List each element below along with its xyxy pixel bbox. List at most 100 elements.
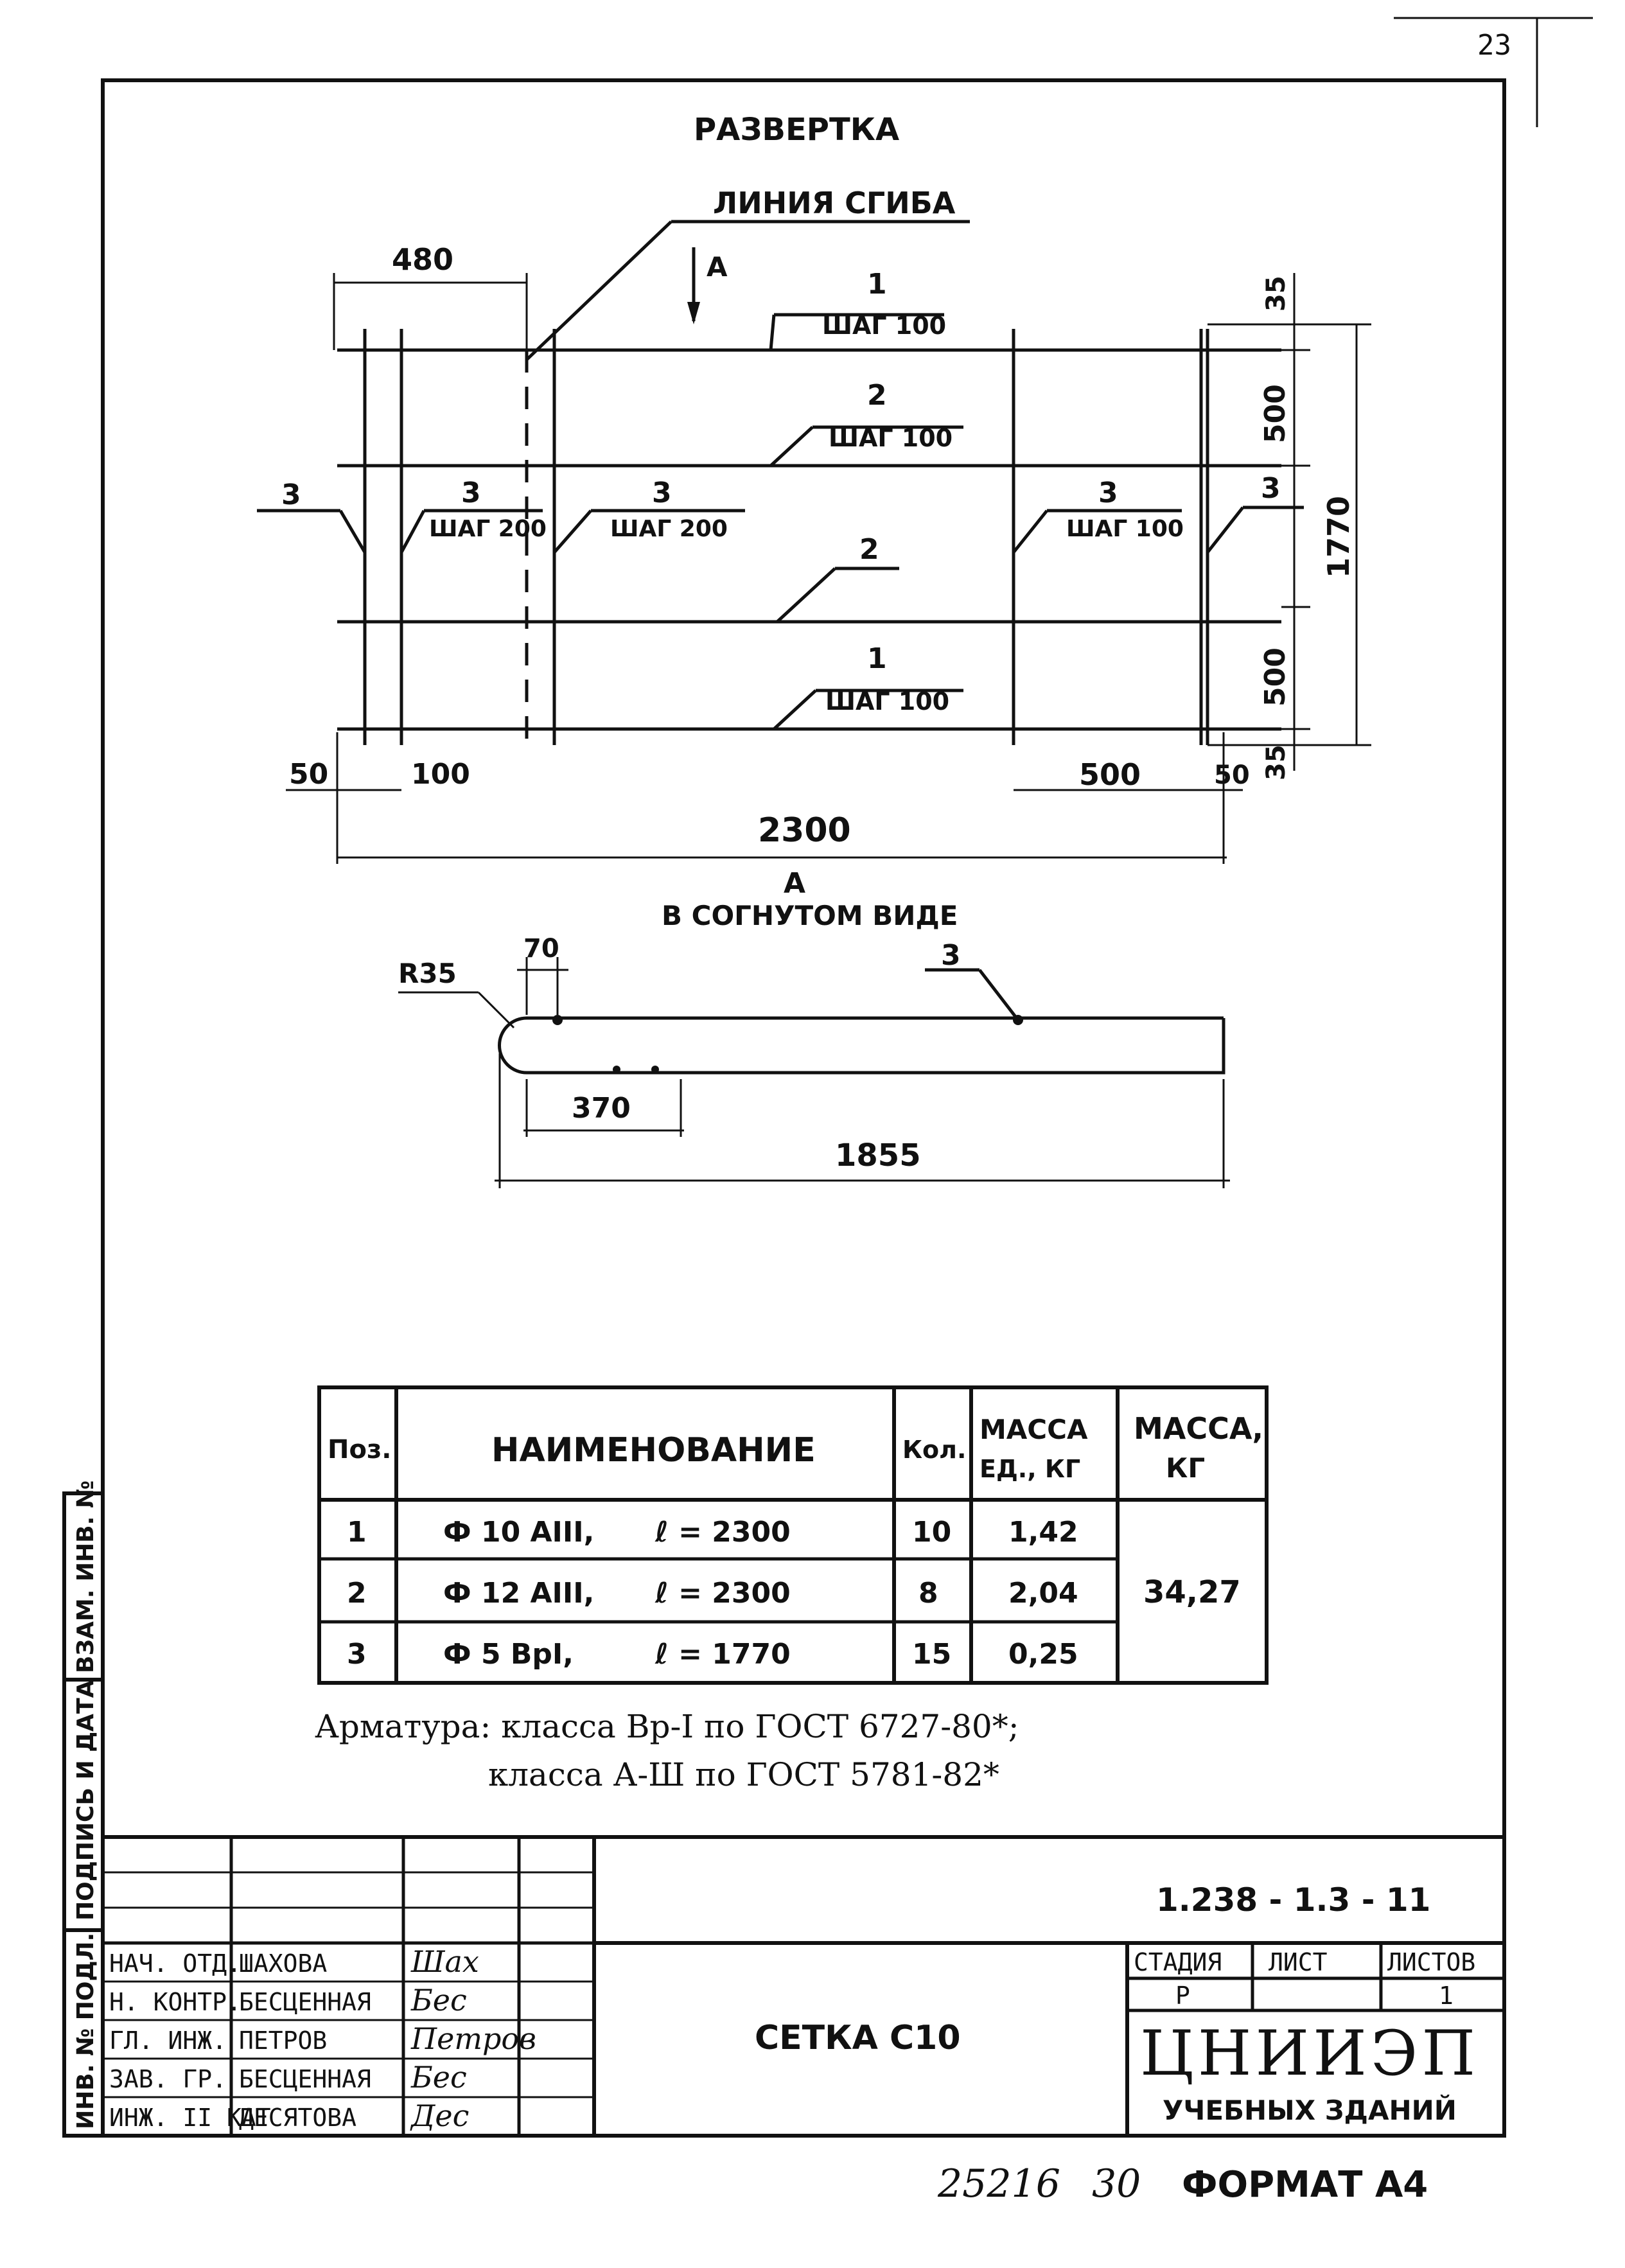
svg-text:500: 500 — [1259, 384, 1292, 443]
svg-text:3: 3 — [1098, 477, 1118, 509]
svg-text:ШАГ 100: ШАГ 100 — [829, 424, 953, 452]
svg-text:ШАГ 100: ШАГ 100 — [825, 687, 949, 716]
svg-text:1770: 1770 — [1321, 496, 1356, 578]
svg-text:Шах: Шах — [410, 1944, 479, 1979]
svg-text:35: 35 — [1261, 276, 1291, 312]
svg-text:А: А — [784, 867, 805, 900]
svg-text:ЛИСТ: ЛИСТ — [1269, 1948, 1328, 1976]
svg-text:Бес: Бес — [410, 2060, 467, 2095]
svg-text:Бес: Бес — [410, 1983, 467, 2017]
row2-qty: 8 — [918, 1577, 938, 1610]
svg-text:ШАГ 200: ШАГ 200 — [610, 516, 728, 542]
svg-text:ШАГ 200: ШАГ 200 — [429, 516, 547, 542]
row2-name: Ф 12 АIII, — [443, 1577, 594, 1610]
org-sub: УЧЕБНЫХ ЗДАНИЙ — [1163, 2094, 1457, 2126]
dims-bottom: 50 100 500 50 2300 — [286, 732, 1250, 864]
footer: 25216 30 ФОРМАТ А4 — [937, 2161, 1428, 2206]
svg-text:ВЗАМ. ИНВ. №: ВЗАМ. ИНВ. № — [73, 1481, 99, 1673]
row3-qty: 15 — [912, 1638, 951, 1671]
svg-text:1855: 1855 — [835, 1138, 921, 1174]
spec-table: Поз. НАИМЕНОВАНИЕ Кол. МАССА ЕД., КГ МАС… — [317, 1385, 1269, 1685]
callout-pos3-right: 3 — [1206, 472, 1304, 554]
page-number: 23 — [1477, 29, 1511, 62]
svg-text:МАССА,: МАССА, — [1134, 1411, 1263, 1446]
svg-text:500: 500 — [1079, 757, 1141, 792]
title-block: НАЧ. ОТД. ШАХОВА Шах Н. КОНТР. БЕСЦЕННАЯ… — [103, 1835, 1504, 2136]
side-stamp: ВЗАМ. ИНВ. № ПОДПИСЬ И ДАТА ИНВ. № ПОДЛ. — [62, 1481, 105, 2138]
callout-pos1-bottom: 1 ШАГ 100 — [773, 642, 963, 730]
svg-text:3: 3 — [461, 477, 481, 509]
svg-text:2: 2 — [859, 533, 879, 566]
svg-text:370: 370 — [572, 1092, 631, 1125]
callout-pos1-top: 1 ШАГ 100 — [769, 268, 946, 351]
svg-text:ШАГ 100: ШАГ 100 — [1066, 516, 1184, 542]
note-line1: Арматура: класса Вр-I по ГОСТ 6727-80*; — [315, 1708, 1019, 1745]
svg-text:ШАХОВА: ШАХОВА — [239, 1949, 327, 1978]
row3-length: ℓ = 1770 — [654, 1638, 791, 1671]
row3-unit-mass: 0,25 — [1008, 1638, 1078, 1671]
svg-text:ДЕСЯТОВА: ДЕСЯТОВА — [239, 2104, 356, 2132]
doc-number: 1.238 - 1.3 - 11 — [1156, 1881, 1430, 1919]
page-number-corner: 23 — [1394, 17, 1593, 127]
svg-text:ИНВ. № ПОДЛ.: ИНВ. № ПОДЛ. — [73, 1933, 99, 2129]
row2-unit-mass: 2,04 — [1008, 1577, 1078, 1610]
th-qty: Кол. — [902, 1436, 966, 1464]
dims-right: 35 500 1770 500 35 — [1208, 273, 1371, 780]
svg-text:ЗАВ. ГР.: ЗАВ. ГР. — [109, 2065, 227, 2093]
row2-pos: 2 — [347, 1577, 367, 1610]
total-mass: 34,27 — [1143, 1574, 1241, 1610]
svg-text:500: 500 — [1259, 647, 1292, 707]
svg-text:1: 1 — [867, 642, 887, 675]
callout-pos2-top: 2 ШАГ 100 — [769, 379, 963, 467]
svg-text:ЕД., КГ: ЕД., КГ — [979, 1455, 1080, 1483]
th-pos: Поз. — [328, 1435, 391, 1464]
svg-text:35: 35 — [1261, 744, 1291, 780]
svg-text:СТАДИЯ: СТАДИЯ — [1134, 1948, 1222, 1976]
svg-text:3: 3 — [652, 477, 672, 509]
svg-text:3: 3 — [941, 939, 961, 972]
svg-text:Р: Р — [1175, 1982, 1190, 2010]
svg-text:ШАГ 100: ШАГ 100 — [822, 312, 946, 340]
row1-qty: 10 — [912, 1516, 951, 1549]
row2-length: ℓ = 2300 — [654, 1577, 791, 1610]
view-arrow-a: А — [687, 247, 728, 324]
svg-text:3: 3 — [1261, 472, 1281, 505]
svg-text:2300: 2300 — [758, 811, 851, 850]
svg-text:Петров: Петров — [410, 2021, 536, 2056]
svg-text:1: 1 — [1439, 1982, 1454, 2010]
vertical-bars — [363, 329, 1209, 745]
svg-text:ПОДПИСЬ И ДАТА: ПОДПИСЬ И ДАТА — [73, 1680, 99, 1921]
svg-text:БЕСЦЕННАЯ: БЕСЦЕННАЯ — [239, 2065, 371, 2093]
svg-text:Дес: Дес — [410, 2098, 469, 2133]
callout-pos3-c: 3 ШАГ 100 — [1012, 477, 1184, 554]
sheet-frame — [101, 78, 1506, 2138]
svg-text:ГЛ. ИНЖ.: ГЛ. ИНЖ. — [109, 2026, 227, 2055]
svg-text:Н. КОНТР.: Н. КОНТР. — [109, 1988, 242, 2016]
svg-text:БЕСЦЕННАЯ: БЕСЦЕННАЯ — [239, 1988, 371, 2016]
callout-pos3-b: 3 ШАГ 200 — [553, 477, 745, 554]
svg-text:25216: 25216 — [937, 2161, 1060, 2206]
row1-pos: 1 — [347, 1516, 367, 1549]
svg-text:МАССА: МАССА — [979, 1414, 1088, 1445]
svg-text:ИНЖ. II КАТ: ИНЖ. II КАТ — [109, 2104, 271, 2132]
bent-view: А В СОГНУТОМ ВИДЕ 70 R35 370 1855 3 — [398, 867, 1230, 1188]
svg-text:В СОГНУТОМ ВИДЕ: В СОГНУТОМ ВИДЕ — [662, 900, 958, 931]
svg-text:50: 50 — [289, 758, 328, 791]
row1-name: Ф 10 АIII, — [443, 1516, 594, 1549]
svg-text:50: 50 — [1214, 760, 1250, 790]
callout-pos3-a: 3 ШАГ 200 — [400, 477, 547, 554]
horizontal-bars — [337, 348, 1281, 731]
fold-line-label: ЛИНИЯ СГИБА — [713, 186, 956, 220]
callout-pos3-left: 3 — [257, 479, 367, 554]
row1-unit-mass: 1,42 — [1008, 1516, 1078, 1549]
svg-text:ЛИСТОВ: ЛИСТОВ — [1387, 1948, 1475, 1976]
svg-text:R35: R35 — [398, 958, 457, 989]
svg-text:ФОРМАТ А4: ФОРМАТ А4 — [1182, 2164, 1428, 2206]
callout-pos2-mid: 2 — [776, 533, 899, 623]
sheet-title: СЕТКА С10 — [755, 2019, 961, 2057]
svg-text:ПЕТРОВ: ПЕТРОВ — [239, 2026, 327, 2055]
svg-text:А: А — [707, 251, 728, 283]
svg-text:100: 100 — [411, 758, 470, 791]
dim-480: 480 — [333, 242, 528, 350]
